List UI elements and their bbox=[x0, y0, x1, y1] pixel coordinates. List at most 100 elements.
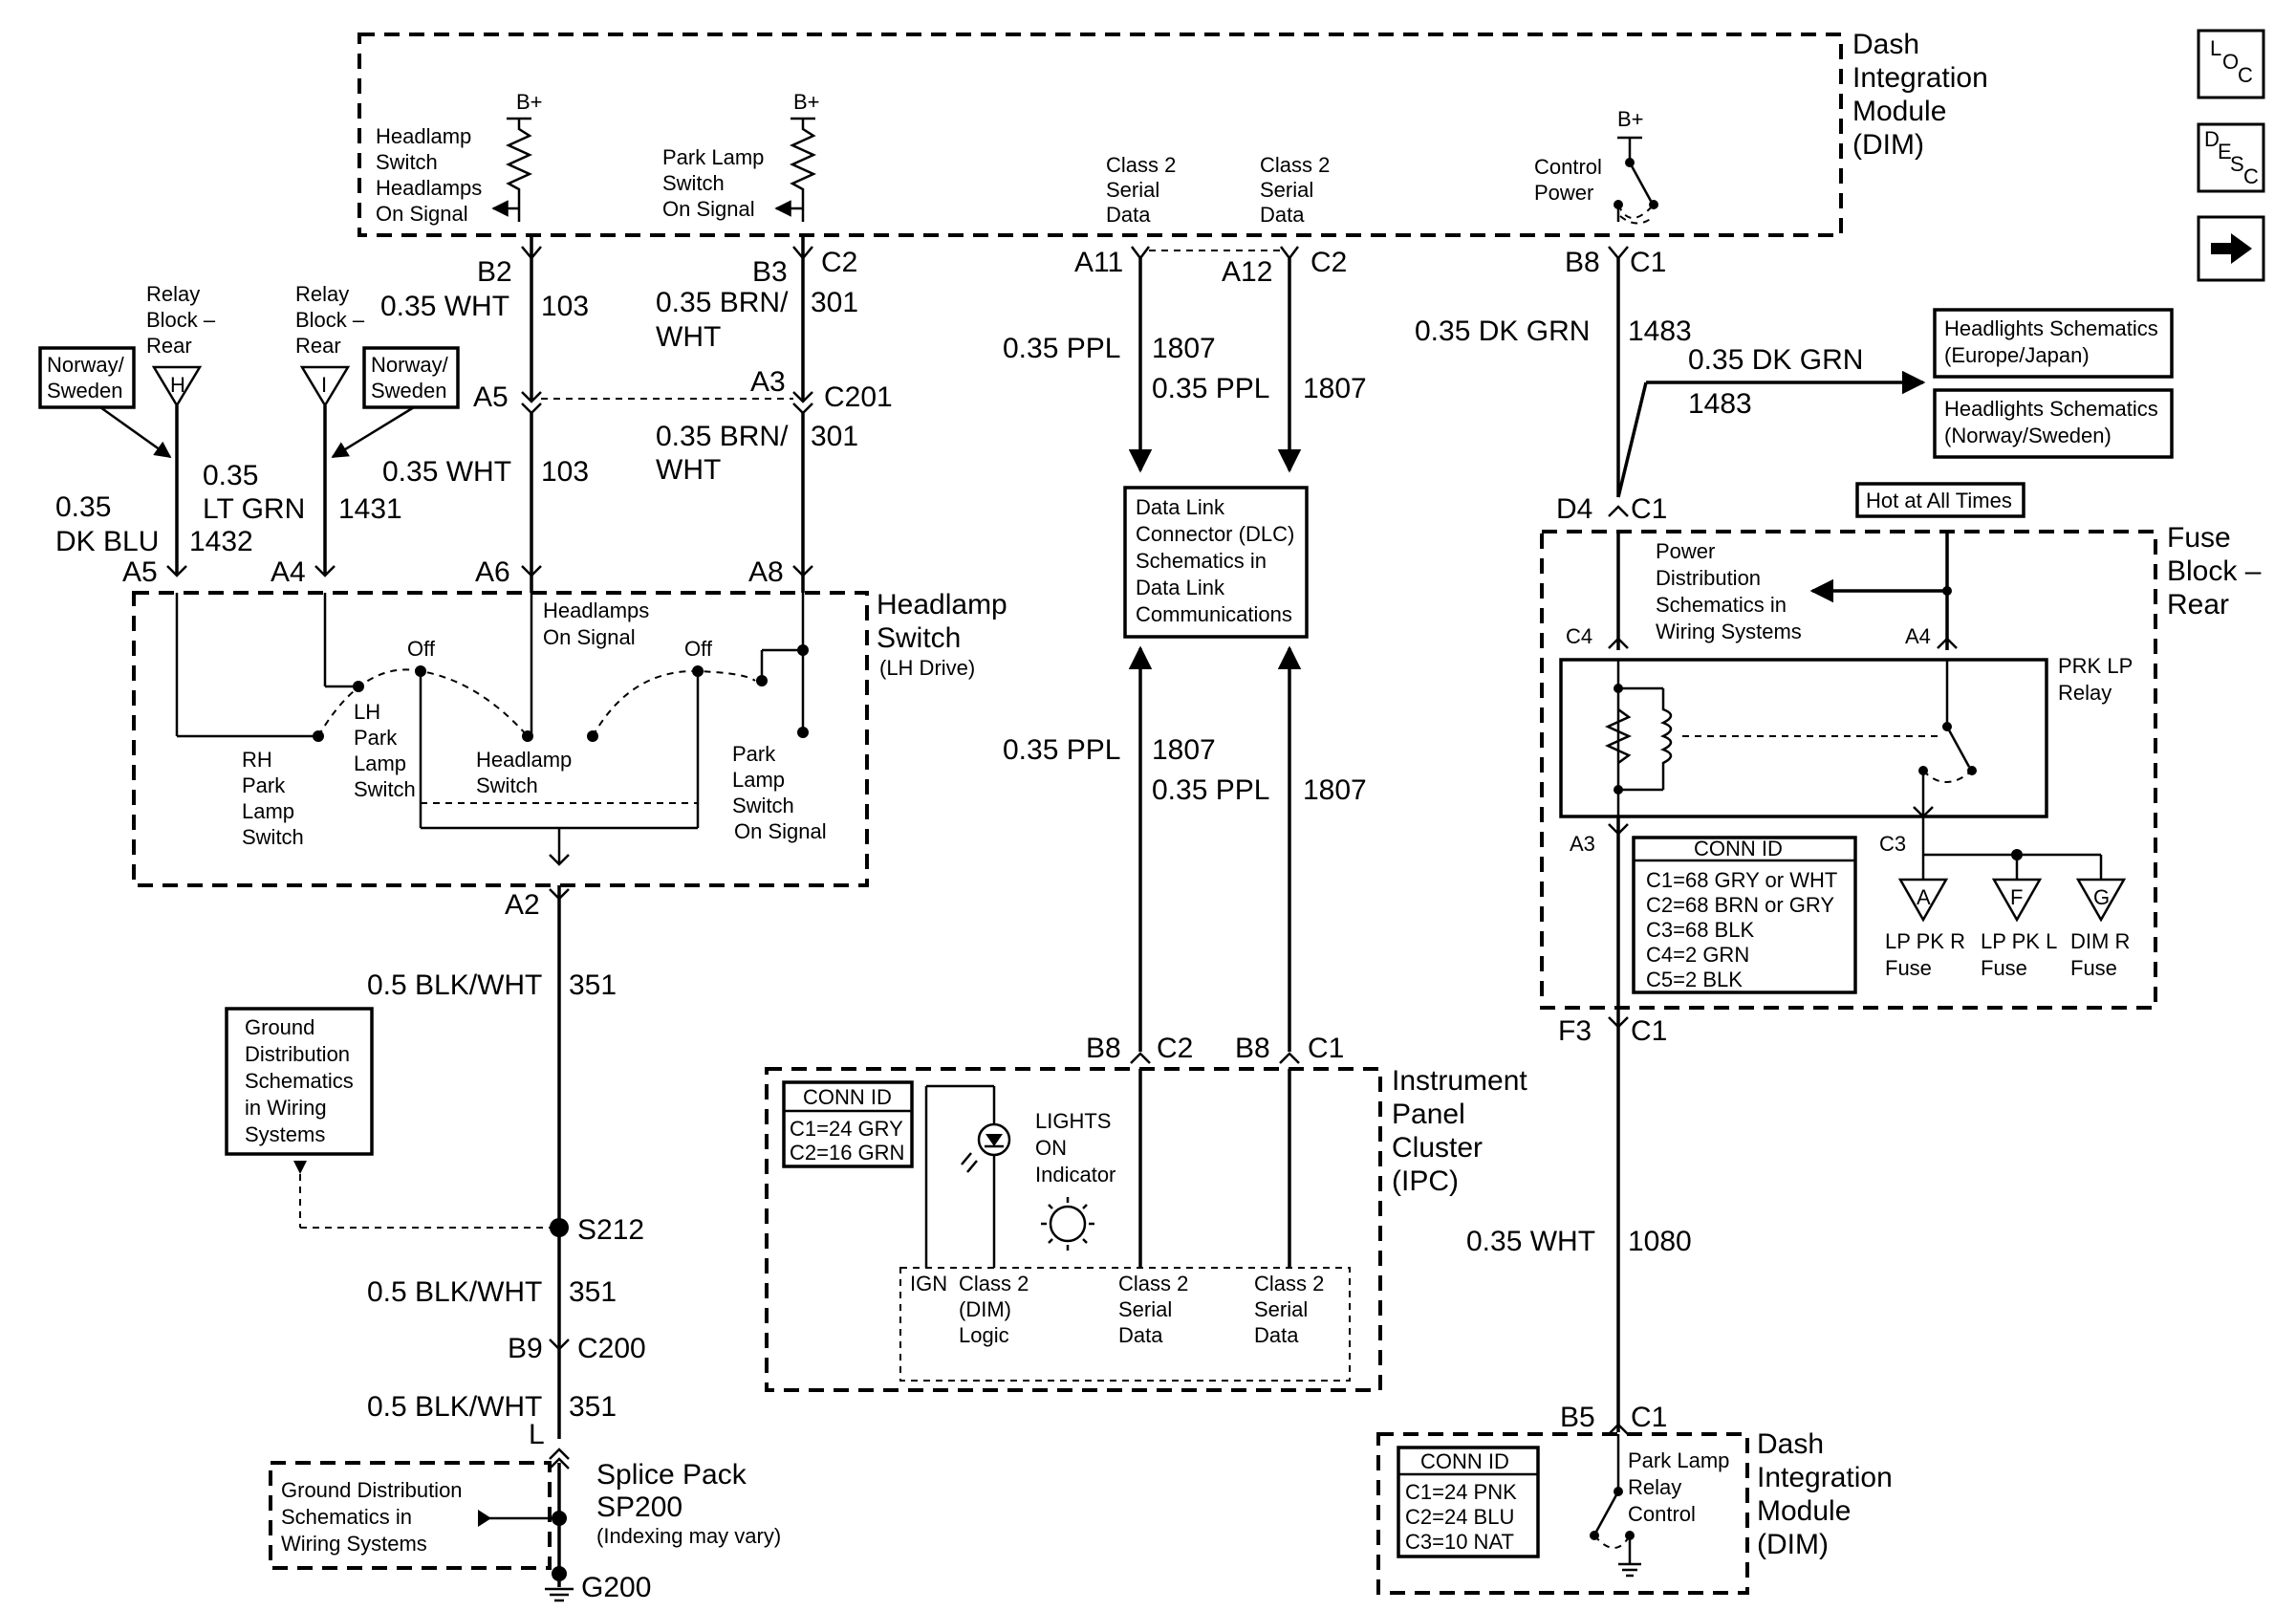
bplus-label-1: B+ bbox=[516, 90, 543, 114]
svg-text:LP PK L: LP PK L bbox=[1981, 929, 2057, 953]
wire-351-circuit-a: 351 bbox=[569, 969, 617, 1001]
pin-a4-fuse: A4 bbox=[1905, 624, 1931, 648]
pin-l: L bbox=[529, 1419, 545, 1450]
svg-text:Class 2: Class 2 bbox=[1254, 1272, 1324, 1295]
svg-text:SP200: SP200 bbox=[596, 1491, 682, 1523]
wire-1807-gauge-b: 0.35 PPL bbox=[1152, 373, 1269, 404]
power-distribution-label: Power Distribution Schematics in Wiring … bbox=[1656, 539, 1802, 643]
svg-text:Logic: Logic bbox=[959, 1323, 1009, 1347]
svg-text:Class 2: Class 2 bbox=[959, 1272, 1029, 1295]
pin-b8-top: B8 bbox=[1565, 247, 1600, 278]
wire-1807-gauge-a: 0.35 PPL bbox=[1003, 333, 1120, 364]
svg-text:Switch: Switch bbox=[242, 825, 304, 849]
relay-switch bbox=[1945, 726, 1971, 768]
pin-a6: A6 bbox=[475, 556, 510, 588]
svg-text:Headlamps: Headlamps bbox=[376, 176, 482, 200]
bplus-label-3: B+ bbox=[1617, 107, 1644, 131]
svg-text:C1=68 GRY or WHT: C1=68 GRY or WHT bbox=[1646, 868, 1837, 892]
wire-301-gauge-b2: WHT bbox=[656, 454, 721, 486]
svg-text:C3=68 BLK: C3=68 BLK bbox=[1646, 918, 1754, 942]
desc-letter-s: S bbox=[2230, 152, 2244, 176]
svg-text:Rear: Rear bbox=[146, 334, 192, 358]
svg-text:On Signal: On Signal bbox=[662, 197, 755, 221]
svg-text:Block –: Block – bbox=[295, 308, 365, 332]
svg-text:(Norway/Sweden): (Norway/Sweden) bbox=[1944, 424, 2112, 447]
pin-s212: S212 bbox=[577, 1214, 644, 1246]
wire-103-circuit-b: 103 bbox=[541, 456, 589, 488]
relay-coil-icon bbox=[1659, 688, 1673, 790]
wire-351-circuit-b: 351 bbox=[569, 1276, 617, 1308]
wire-1807-gauge-d: 0.35 PPL bbox=[1152, 774, 1269, 806]
svg-text:Switch: Switch bbox=[732, 794, 794, 817]
headlamp-switch: Headlamp Switch (LH Drive) Off Off Headl… bbox=[132, 589, 1007, 887]
prk-lp-relay-label: PRK LP bbox=[2058, 654, 2133, 678]
pin-d4: D4 bbox=[1556, 493, 1592, 525]
svg-text:(DIM): (DIM) bbox=[1757, 1529, 1829, 1560]
headlamp-switch-contact-label: Headlamp Switch bbox=[476, 748, 572, 797]
desc-button[interactable]: D E S C bbox=[2197, 122, 2265, 193]
svg-text:Fuse: Fuse bbox=[1981, 956, 2027, 980]
svg-text:Data: Data bbox=[1260, 203, 1305, 227]
headlamp-switch-title-1: Headlamp bbox=[877, 589, 1007, 620]
svg-text:Fuse: Fuse bbox=[2167, 522, 2231, 554]
pin-b9: B9 bbox=[508, 1333, 543, 1364]
svg-text:Block –: Block – bbox=[2167, 555, 2262, 587]
pin-b2: B2 bbox=[477, 256, 512, 288]
pin-c1-b5: C1 bbox=[1631, 1402, 1667, 1433]
dim-top-module: Dash Integration Module (DIM) Headlamp S… bbox=[357, 29, 1988, 237]
loc-button[interactable]: L O C bbox=[2197, 29, 2265, 99]
svg-text:Park Lamp: Park Lamp bbox=[1628, 1448, 1729, 1472]
park-lamp-relay-switch bbox=[1594, 1491, 1620, 1533]
fuse-lp-pk-r: A LP PK R Fuse bbox=[1885, 855, 1965, 980]
wire-103-gauge-a: 0.35 WHT bbox=[380, 291, 509, 322]
svg-text:Schematics in: Schematics in bbox=[1656, 593, 1787, 617]
pin-g200: G200 bbox=[581, 1572, 651, 1603]
svg-text:C1=24 PNK: C1=24 PNK bbox=[1405, 1480, 1517, 1504]
svg-text:F: F bbox=[2010, 885, 2023, 909]
svg-text:(Indexing may vary): (Indexing may vary) bbox=[596, 1524, 781, 1548]
pin-a12: A12 bbox=[1222, 256, 1272, 288]
ground-distribution-box: Ground Distribution Schematics in Wiring… bbox=[225, 1007, 559, 1229]
headlights-europe-ref: Headlights Schematics (Europe/Japan) bbox=[1933, 308, 2174, 379]
norway-sweden-box-right: Norway/ Sweden bbox=[331, 346, 460, 459]
svg-text:Data: Data bbox=[1254, 1323, 1299, 1347]
wire-1431-gauge: 0.35 bbox=[203, 460, 258, 491]
pin-b8-ipc-1: B8 bbox=[1086, 1033, 1121, 1064]
svg-text:Rear: Rear bbox=[2167, 589, 2229, 620]
fuse-dim-r: G DIM R Fuse bbox=[2070, 855, 2130, 980]
pin-c3-fuse: C3 bbox=[1879, 832, 1906, 856]
off-label-1: Off bbox=[407, 637, 436, 661]
right-arrow-icon bbox=[2211, 233, 2252, 264]
svg-text:Panel: Panel bbox=[1392, 1099, 1465, 1130]
class2-dim-logic-label: Class 2 (DIM) Logic bbox=[959, 1272, 1029, 1347]
headlamps-on-signal-label: Headlamps On Signal bbox=[543, 599, 649, 649]
off-label-2: Off bbox=[684, 637, 713, 661]
svg-text:A: A bbox=[1917, 885, 1931, 909]
pin-c201: C201 bbox=[824, 381, 893, 413]
svg-text:Lamp: Lamp bbox=[732, 768, 785, 792]
svg-text:Module: Module bbox=[1757, 1495, 1851, 1527]
svg-text:Control: Control bbox=[1628, 1502, 1696, 1526]
pin-a5: A5 bbox=[122, 556, 158, 588]
svg-text:Class 2: Class 2 bbox=[1106, 153, 1176, 177]
svg-text:Ground Distribution: Ground Distribution bbox=[281, 1478, 463, 1502]
svg-text:Park: Park bbox=[732, 742, 776, 766]
svg-text:Data Link: Data Link bbox=[1136, 495, 1225, 519]
svg-text:RH: RH bbox=[242, 748, 272, 772]
wire-351-circuit-c: 351 bbox=[569, 1391, 617, 1423]
control-power-switch bbox=[1628, 162, 1654, 204]
pin-c1-f3: C1 bbox=[1631, 1015, 1667, 1047]
wire-301-gauge-b: 0.35 BRN/ bbox=[656, 421, 789, 452]
next-button[interactable] bbox=[2197, 215, 2265, 282]
dim-bottom-conn-id: CONN ID C1=24 PNK C2=24 BLU C3=10 NAT bbox=[1397, 1446, 1540, 1558]
wire-1807-circuit-c: 1807 bbox=[1152, 734, 1216, 766]
loc-letter-l: L bbox=[2210, 36, 2221, 60]
pin-c1-d4: C1 bbox=[1631, 493, 1667, 525]
svg-text:Data: Data bbox=[1118, 1323, 1163, 1347]
svg-text:C2=16 GRN: C2=16 GRN bbox=[790, 1141, 904, 1165]
relay-block-h: Relay Block – Rear H bbox=[146, 282, 216, 574]
fuse-lp-pk-l: F LP PK L Fuse bbox=[1981, 855, 2057, 980]
svg-text:Integration: Integration bbox=[1757, 1462, 1893, 1493]
wire-301-circuit-b: 301 bbox=[811, 421, 858, 452]
wire-1432-gauge: 0.35 bbox=[55, 491, 111, 523]
